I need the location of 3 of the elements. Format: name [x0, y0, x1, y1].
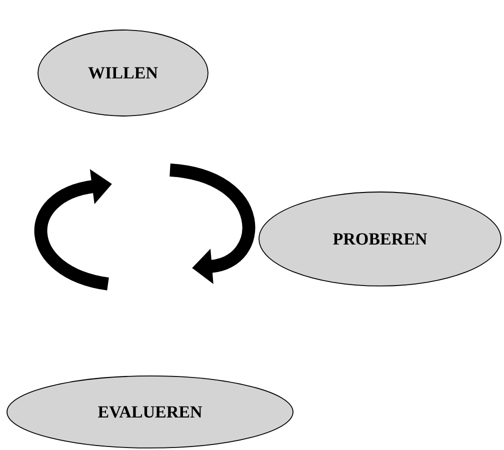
ellipse-node: EVALUEREN: [6, 376, 294, 448]
ellipse-node: PROBEREN: [258, 192, 502, 286]
ellipse-node: WILLEN: [38, 30, 208, 116]
